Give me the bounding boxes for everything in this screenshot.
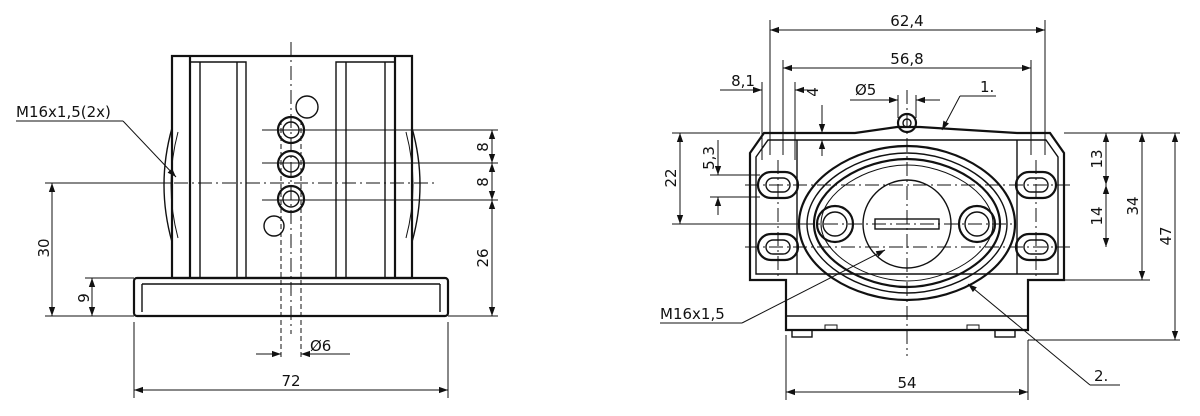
dim-8-bottom: 8 bbox=[474, 177, 492, 187]
left-view: M16x1,5(2x) 30 9 72 8 8 26 Ø6 bbox=[16, 42, 498, 398]
label-1: 1. bbox=[980, 78, 994, 96]
dim-54: 54 bbox=[897, 374, 916, 392]
dim-13: 13 bbox=[1088, 149, 1106, 168]
dim-26: 26 bbox=[474, 248, 492, 267]
dim-30: 30 bbox=[35, 238, 53, 257]
dim-56-8: 56,8 bbox=[890, 50, 923, 68]
dim-5-3: 5,3 bbox=[700, 146, 718, 170]
right-thread-callout: M16x1,5 bbox=[660, 305, 725, 323]
dim-dia-6: Ø6 bbox=[310, 337, 331, 355]
left-thread-callout: M16x1,5(2x) bbox=[16, 103, 111, 121]
dim-34: 34 bbox=[1124, 196, 1142, 215]
left-ports bbox=[263, 95, 319, 358]
dim-9: 9 bbox=[75, 293, 93, 303]
dim-72: 72 bbox=[281, 372, 300, 390]
dim-dia-5: Ø5 bbox=[855, 81, 876, 99]
right-body-outline bbox=[748, 112, 1066, 338]
dim-8-top: 8 bbox=[474, 142, 492, 152]
label-2: 2. bbox=[1094, 367, 1108, 385]
dim-8-1: 8,1 bbox=[731, 72, 755, 90]
dim-4: 4 bbox=[804, 87, 822, 97]
dim-22: 22 bbox=[662, 168, 680, 187]
dim-47: 47 bbox=[1157, 226, 1175, 245]
dim-62-4: 62,4 bbox=[890, 12, 923, 30]
dim-14: 14 bbox=[1088, 206, 1106, 225]
right-view: 62,4 56,8 8,1 4 Ø5 1. 22 bbox=[660, 12, 1180, 400]
